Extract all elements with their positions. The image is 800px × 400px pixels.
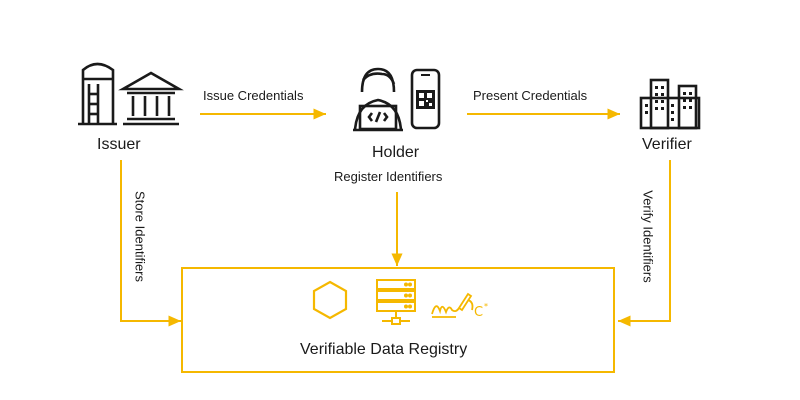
hexagon-icon [312,280,348,320]
present-credentials-label: Present Credentials [473,88,588,103]
registry-box [181,267,615,373]
person-with-laptop-icon [353,67,403,132]
office-buildings-icon [639,78,701,130]
verify-identifiers-arrow [618,160,671,327]
verifier-label: Verifier [642,136,692,153]
verify-identifiers-label: Verify Identifiers [640,190,656,283]
silo-icon [78,62,117,126]
copyright-letter: C [474,305,483,320]
registry-label: Verifiable Data Registry [300,341,468,358]
copyright-mark: * [484,302,488,311]
issue-credentials-label: Issue Credentials [203,88,304,103]
store-identifiers-label: Store Identifiers [132,190,148,283]
holder-label: Holder [372,144,420,161]
smartphone-qr-code-icon [410,68,441,130]
server-icon [376,279,416,325]
register-identifiers-label: Register Identifiers [334,169,443,184]
bank-building-icon [118,71,184,126]
store-identifiers-arrow [120,160,181,327]
signature-copyright-icon: C * [431,292,488,320]
issuer-label: Issuer [97,136,141,153]
